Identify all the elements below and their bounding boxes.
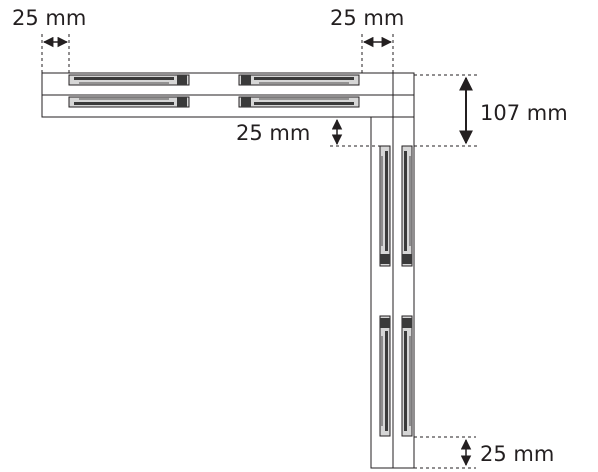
dimension-vertical-gap: 25 mm <box>236 118 380 147</box>
left-gap-label: 25 mm <box>12 6 86 30</box>
horizontal-bracket <box>68 96 190 108</box>
vertical-bracket <box>401 145 413 267</box>
vertical-panel-group <box>370 72 415 469</box>
dimension-left-gap: 25 mm <box>12 6 86 75</box>
dimension-height: 107 mm <box>414 74 568 147</box>
horizontal-bracket <box>238 74 360 86</box>
horizontal-bracket <box>238 96 360 108</box>
vertical-bracket <box>401 315 413 437</box>
vertical-panel-frame-right <box>392 72 415 469</box>
height-label: 107 mm <box>480 101 568 125</box>
vertical-bracket <box>379 315 391 437</box>
vertical-gap-label: 25 mm <box>236 121 310 145</box>
dimension-right-gap: 25 mm <box>330 6 404 75</box>
bottom-gap-label: 25 mm <box>480 442 554 466</box>
dimension-bottom-gap: 25 mm <box>414 436 554 469</box>
right-gap-label: 25 mm <box>330 6 404 30</box>
vertical-bracket <box>379 145 391 267</box>
horizontal-bracket <box>68 74 190 86</box>
